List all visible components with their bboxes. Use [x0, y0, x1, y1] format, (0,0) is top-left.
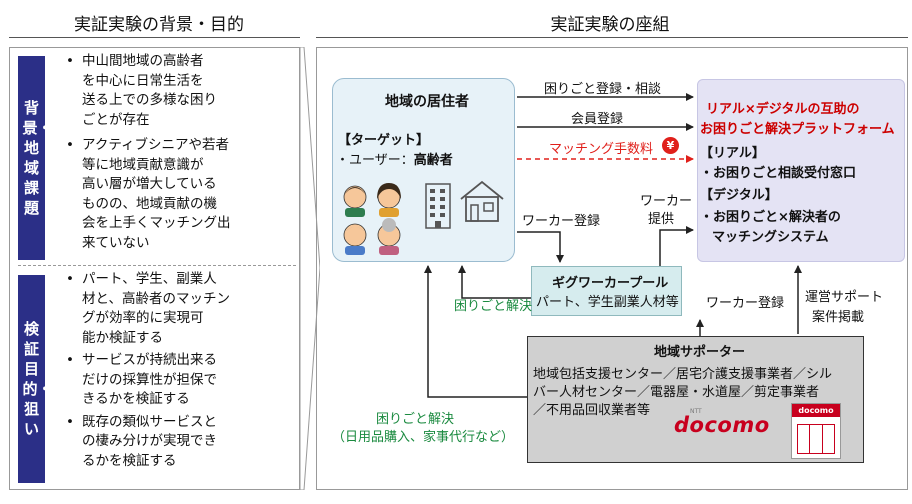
docomo-logo: docomo [674, 413, 770, 437]
label-solve-1: 困りごと解決 [454, 299, 533, 314]
label-matching-fee: マッチング手数料 [549, 142, 654, 157]
platform-real-item: ・お困りごと相談受付窓口 [700, 166, 857, 181]
ntt-mark: NTT [690, 408, 702, 415]
supporter-line-2: バー人材センター／電器屋・水道屋／剪定事業者 [533, 385, 820, 400]
platform-real-label: 【リアル】 [700, 146, 765, 161]
label-worker-provide-2: 提供 [648, 212, 675, 227]
label-solve-2: 困りごと解決 [376, 412, 455, 427]
label-member-register: 会員登録 [571, 112, 624, 127]
gig-worker-pool-box: ギグワーカープール パート、学生副業人材等 [531, 266, 682, 316]
local-supporter-box: 地域サポーター 地域包括支援センター／居宅介護支援事業者／シル バー人材センター… [527, 336, 864, 463]
arrow-worker-provide [659, 226, 694, 266]
left-header-rule [9, 37, 300, 38]
residents-box: 地域の居住者 【ターゲット】 ・ユーザー：高齢者 [332, 78, 515, 262]
platform-title-2: お困りごと解決プラットフォーム [700, 122, 895, 137]
platform-box: リアル×デジタルの互助の お困りごと解決プラットフォーム 【リアル】 ・お困りご… [697, 79, 905, 262]
label-consult: 困りごと登録・相談 [544, 82, 662, 97]
elderly-people-icon [343, 183, 401, 255]
label-worker-register-2: ワーカー登録 [706, 296, 785, 311]
arrow-solve-2 [424, 265, 527, 398]
label-ops-support: 運営サポート [805, 290, 884, 305]
framework-panel [316, 47, 908, 490]
label-solve-2-detail: （日用品購入、家事代行など） [332, 430, 515, 445]
tab-purpose: 検証目的・狙い [18, 275, 53, 483]
background-panel: 背景・地域課題 中山間地域の高齢者を中心に日常生活を送る上での多様な困りごとが存… [9, 47, 300, 490]
right-header-rule [316, 37, 908, 38]
supporter-line-1: 地域包括支援センター／居宅介護支援事業者／シル [533, 367, 833, 382]
pool-sub: パート、学生副業人材等 [536, 295, 679, 310]
label-worker-register-1: ワーカー登録 [522, 214, 601, 229]
label-worker-provide-1: ワーカー [640, 194, 693, 209]
label-case-post: 案件掲載 [812, 310, 865, 325]
supporter-line-3: ／不用品回収業者等 [533, 403, 651, 418]
section-divider [18, 265, 296, 266]
apartment-building-icon [425, 183, 451, 229]
residents-title: 地域の居住者 [385, 94, 469, 110]
left-header: 実証実験の背景・目的 [74, 15, 244, 35]
bullet-2: アクティブシニアや若者等に地域貢献意識が高い層が増大しているものの、地域貢献の機… [62, 136, 297, 253]
supporter-title: 地域サポーター [654, 345, 746, 360]
arrow-solve-1 [458, 265, 531, 299]
residents-user: ・ユーザー：高齢者 [336, 153, 453, 168]
pool-title: ギグワーカープール [552, 276, 669, 291]
house-icon [460, 180, 504, 222]
platform-digital-label: 【デジタル】 [700, 188, 778, 203]
chevron-arrow [300, 47, 320, 490]
yen-icon: ¥ [662, 137, 679, 154]
platform-title-1: リアル×デジタルの互助の [706, 102, 860, 117]
platform-digital-item-2: マッチングシステム [712, 230, 829, 245]
right-header: 実証実験の座組 [550, 15, 670, 35]
docomo-shop-icon: docomo [791, 403, 841, 459]
arrow-worker-reg-1 [517, 231, 564, 263]
platform-digital-item-1: ・お困りごと×解決者の [700, 210, 841, 225]
residents-target: 【ターゲット】 [338, 133, 430, 148]
